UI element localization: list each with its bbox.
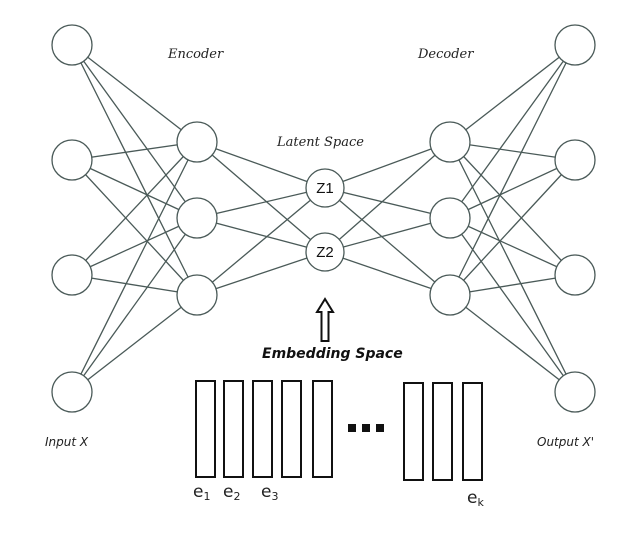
edge-decoder-hidden-3-to-output-2 bbox=[449, 159, 576, 296]
input-node-1 bbox=[51, 24, 93, 66]
latent-node-2 bbox=[305, 232, 345, 272]
vector-label-e2: e2 bbox=[223, 482, 240, 503]
embedding-space-label: Embedding Space bbox=[262, 346, 403, 362]
vector-label-e3: e3 bbox=[261, 482, 278, 503]
edge-latent-1-to-decoder-hidden-1 bbox=[324, 141, 451, 189]
decoder-label: Decoder bbox=[417, 47, 474, 62]
edge-input-2-to-encoder-hidden-2 bbox=[71, 159, 198, 219]
latent-node-label-z2: Z2 bbox=[316, 244, 334, 261]
edge-input-4-to-encoder-hidden-3 bbox=[71, 294, 198, 393]
embedding-vectors bbox=[195, 380, 483, 481]
latent-node-1 bbox=[305, 168, 345, 208]
latent-space-label: Latent Space bbox=[276, 135, 364, 150]
edge-input-1-to-encoder-hidden-2 bbox=[71, 44, 198, 219]
edge-decoder-hidden-2-to-output-4 bbox=[449, 217, 576, 393]
embedding-vector-box bbox=[281, 380, 302, 478]
edge-input-4-to-encoder-hidden-1 bbox=[71, 141, 198, 393]
ellipsis-dot bbox=[362, 424, 370, 432]
edge-input-2-to-encoder-hidden-1 bbox=[71, 141, 198, 161]
embedding-vector-box bbox=[252, 380, 273, 478]
embedding-vector-box bbox=[403, 382, 424, 481]
edge-decoder-hidden-2-to-output-2 bbox=[449, 159, 576, 219]
output-node-3 bbox=[554, 254, 596, 296]
vector-labels: e1 e2 e3 ek bbox=[193, 482, 484, 509]
ellipsis-dot bbox=[348, 424, 356, 432]
edge-latent-1-to-decoder-hidden-3 bbox=[324, 187, 451, 296]
edge-decoder-hidden-1-to-output-2 bbox=[449, 141, 576, 161]
ellipsis bbox=[348, 424, 384, 432]
ellipsis-dot bbox=[376, 424, 384, 432]
edge-input-3-to-encoder-hidden-1 bbox=[71, 141, 198, 276]
edge-encoder-hidden-3-to-latent-2 bbox=[196, 251, 326, 296]
embedding-vector-box bbox=[432, 382, 453, 481]
vector-label-e1: e1 bbox=[193, 482, 210, 503]
edge-encoder-hidden-3-to-latent-1 bbox=[196, 187, 326, 296]
vector-label-ek: ek bbox=[467, 488, 484, 509]
edge-decoder-hidden-1-to-output-4 bbox=[449, 141, 576, 393]
edges bbox=[71, 44, 576, 393]
edge-input-2-to-encoder-hidden-3 bbox=[71, 159, 198, 296]
embedding-vector-box bbox=[223, 380, 244, 478]
edge-decoder-hidden-3-to-output-1 bbox=[449, 44, 576, 296]
encoder-hidden-node-1 bbox=[176, 121, 218, 163]
input-label: Input X bbox=[45, 435, 89, 449]
encoder-label: Encoder bbox=[167, 47, 224, 62]
edge-latent-1-to-decoder-hidden-2 bbox=[324, 187, 451, 219]
edge-decoder-hidden-2-to-output-1 bbox=[449, 44, 576, 219]
edge-decoder-hidden-3-to-output-4 bbox=[449, 294, 576, 393]
input-node-4 bbox=[51, 371, 93, 413]
encoder-hidden-node-3 bbox=[176, 274, 218, 316]
edge-encoder-hidden-2-to-latent-2 bbox=[196, 217, 326, 253]
edge-encoder-hidden-1-to-latent-1 bbox=[196, 141, 326, 189]
up-arrow-icon bbox=[315, 297, 335, 342]
decoder-hidden-node-2 bbox=[429, 197, 471, 239]
output-node-1 bbox=[554, 24, 596, 66]
output-label: Output X' bbox=[537, 435, 594, 449]
edge-decoder-hidden-2-to-output-3 bbox=[449, 217, 576, 276]
edge-encoder-hidden-2-to-latent-1 bbox=[196, 187, 326, 219]
edge-input-1-to-encoder-hidden-3 bbox=[71, 44, 198, 296]
encoder-hidden-node-2 bbox=[176, 197, 218, 239]
edge-decoder-hidden-3-to-output-3 bbox=[449, 274, 576, 296]
latent-node-label-z1: Z1 bbox=[316, 180, 334, 197]
embedding-vector-box bbox=[462, 382, 483, 481]
decoder-hidden-node-1 bbox=[429, 121, 471, 163]
edge-latent-2-to-decoder-hidden-1 bbox=[324, 141, 451, 253]
edge-decoder-hidden-1-to-output-1 bbox=[449, 44, 576, 143]
edge-input-3-to-encoder-hidden-2 bbox=[71, 217, 198, 276]
embedding-vector-box bbox=[312, 380, 333, 478]
embedding-vector-box bbox=[195, 380, 216, 478]
edge-decoder-hidden-1-to-output-3 bbox=[449, 141, 576, 276]
edge-encoder-hidden-1-to-latent-2 bbox=[196, 141, 326, 253]
edge-latent-2-to-decoder-hidden-3 bbox=[324, 251, 451, 296]
input-node-3 bbox=[51, 254, 93, 296]
input-node-2 bbox=[51, 139, 93, 181]
edge-latent-2-to-decoder-hidden-2 bbox=[324, 217, 451, 253]
edge-input-3-to-encoder-hidden-3 bbox=[71, 274, 198, 296]
output-node-2 bbox=[554, 139, 596, 181]
output-node-4 bbox=[554, 371, 596, 413]
edge-input-4-to-encoder-hidden-2 bbox=[71, 217, 198, 393]
decoder-hidden-node-3 bbox=[429, 274, 471, 316]
edge-input-1-to-encoder-hidden-1 bbox=[71, 44, 198, 143]
